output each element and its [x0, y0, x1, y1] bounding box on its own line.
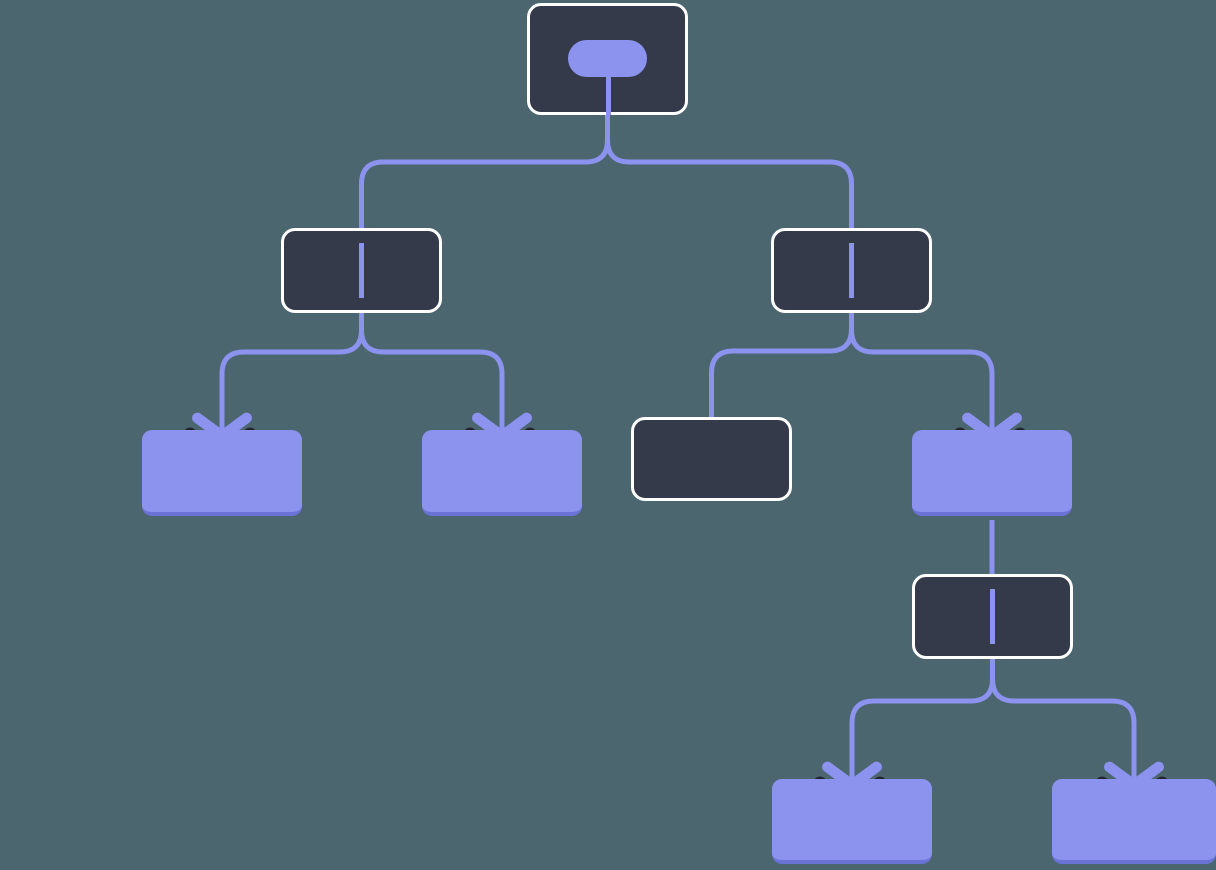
node-inner-connector-line	[606, 62, 611, 115]
tree-node-leaf-4[interactable]	[1052, 779, 1216, 864]
tree-node-leaf-1[interactable]	[142, 430, 302, 516]
edge	[605, 115, 854, 242]
node-inner-connector-line	[849, 243, 854, 298]
edge	[359, 115, 610, 242]
tree-node-leaf-3[interactable]	[772, 779, 932, 864]
tree-node-leaf-2[interactable]	[422, 430, 582, 516]
node-inner-connector-line	[990, 589, 995, 644]
edge	[709, 313, 854, 431]
node-inner-connector-line	[359, 243, 364, 298]
tree-node-branch-purple[interactable]	[912, 430, 1072, 516]
tree-node-empty-dark[interactable]	[631, 417, 792, 501]
